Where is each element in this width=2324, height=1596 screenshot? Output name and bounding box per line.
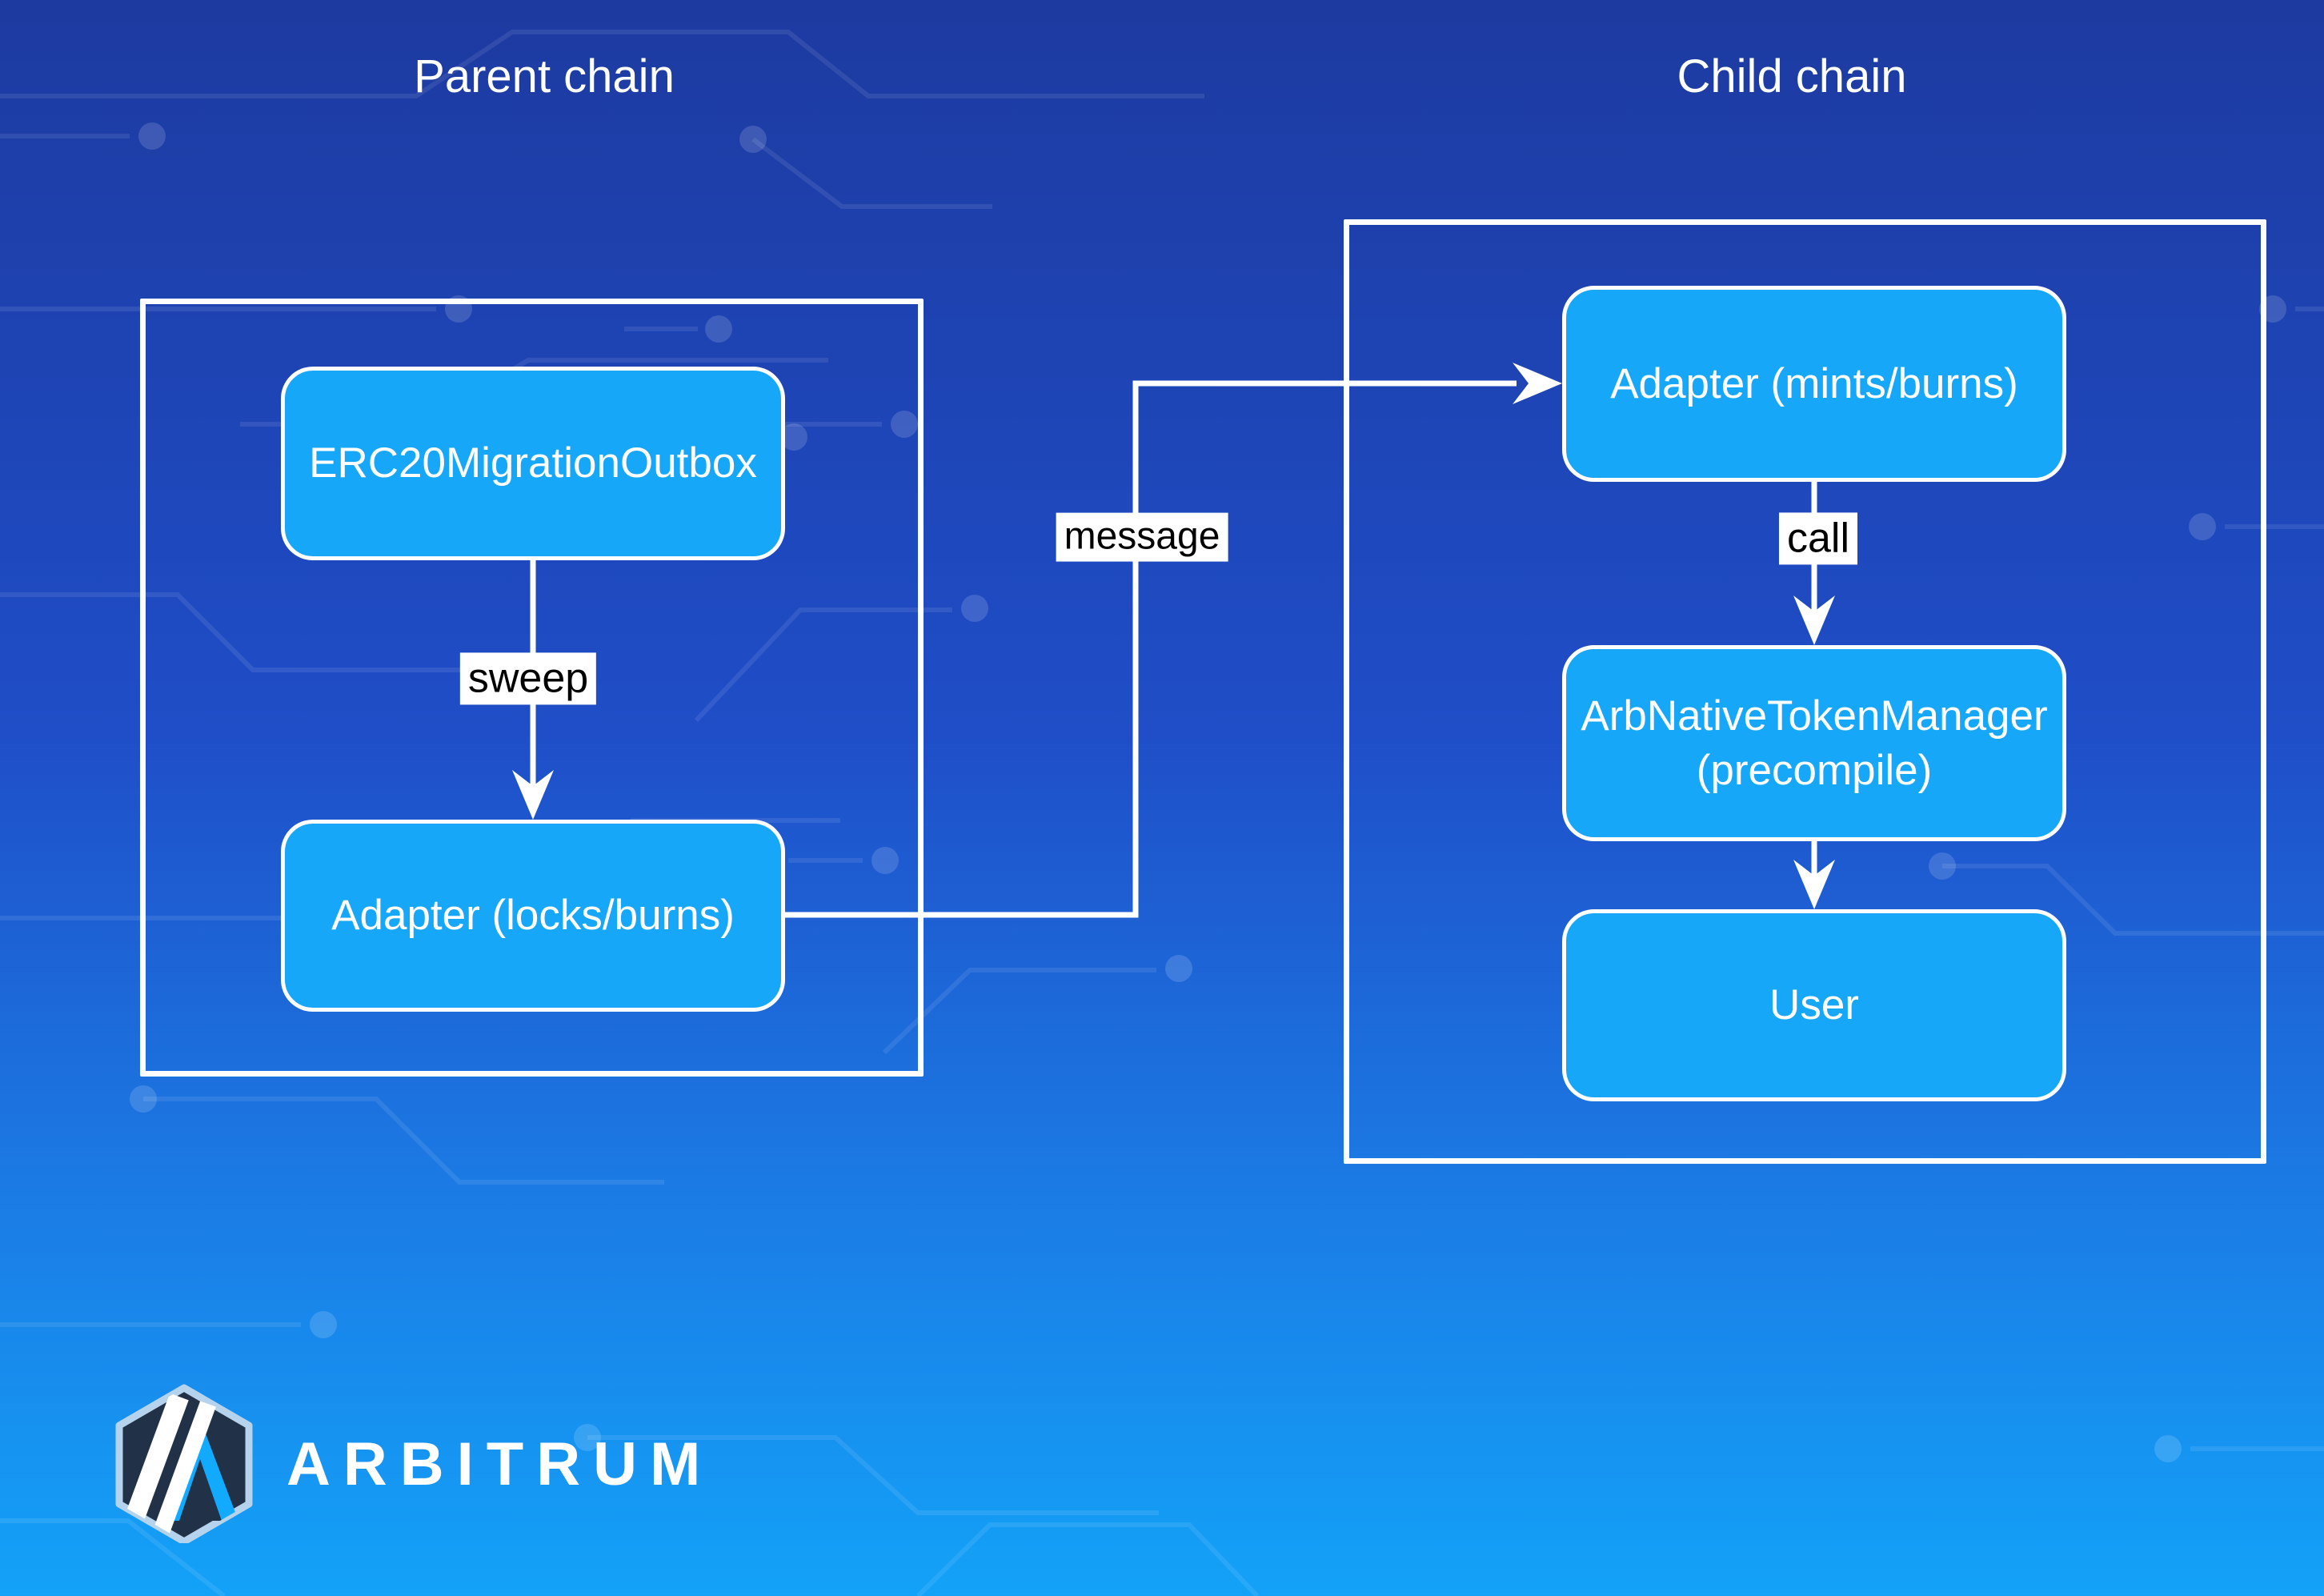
arbitrum-wordmark: ARBITRUM <box>286 1430 714 1498</box>
message-arrow-line <box>785 380 1517 918</box>
message-arrowhead <box>1513 363 1562 404</box>
edge-label-message: message <box>1056 512 1228 562</box>
child-chain-group-box <box>1344 219 2266 1164</box>
logo-stripe-left <box>120 1393 189 1535</box>
edge-label-call: call <box>1778 512 1858 565</box>
node-adapter-mints-burns: Adapter (mints/burns) <box>1562 286 2066 482</box>
parent-chain-title: Parent chain <box>414 50 675 102</box>
arbitrum-hexagon-icon <box>115 1384 253 1543</box>
node-user: User <box>1562 909 2066 1101</box>
edge-label-sweep: sweep <box>459 652 597 705</box>
node-arb-native-token-manager: ArbNativeTokenManager (precompile) <box>1562 645 2066 841</box>
node-adapter-locks-burns: Adapter (locks/burns) <box>281 820 785 1012</box>
node-erc20-migration-outbox: ERC20MigrationOutbox <box>281 367 785 560</box>
logo-a-notch <box>179 1459 222 1521</box>
call-arrowhead <box>1793 595 1835 645</box>
logo-stripe-right <box>152 1401 216 1538</box>
sweep-arrowhead <box>512 770 554 820</box>
child-chain-title: Child chain <box>1677 50 1907 102</box>
manager-to-user-arrowhead <box>1793 860 1835 909</box>
parent-chain-group-box <box>140 299 924 1077</box>
